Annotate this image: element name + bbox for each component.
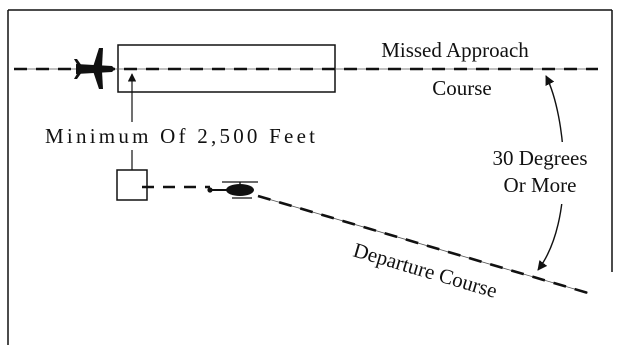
separation-label: Minimum Of 2,500 Feet <box>45 124 315 148</box>
angle-label-line2: Or More <box>504 173 577 197</box>
separation-label-backdrop <box>42 122 318 150</box>
heliport-pad <box>116 169 148 201</box>
departure-course-dashes <box>257 194 589 295</box>
angle-label-backdrop <box>476 142 604 204</box>
diagram-frame <box>7 9 613 345</box>
helicopter-icon <box>207 181 258 199</box>
missed-approach-label-line2: Course <box>432 76 492 100</box>
airplane-icon <box>74 48 115 89</box>
missed-approach-label-line1: Missed Approach <box>381 38 529 62</box>
departure-course-label: Departure Course <box>351 238 500 303</box>
angle-label-line1: 30 Degrees <box>492 146 587 170</box>
